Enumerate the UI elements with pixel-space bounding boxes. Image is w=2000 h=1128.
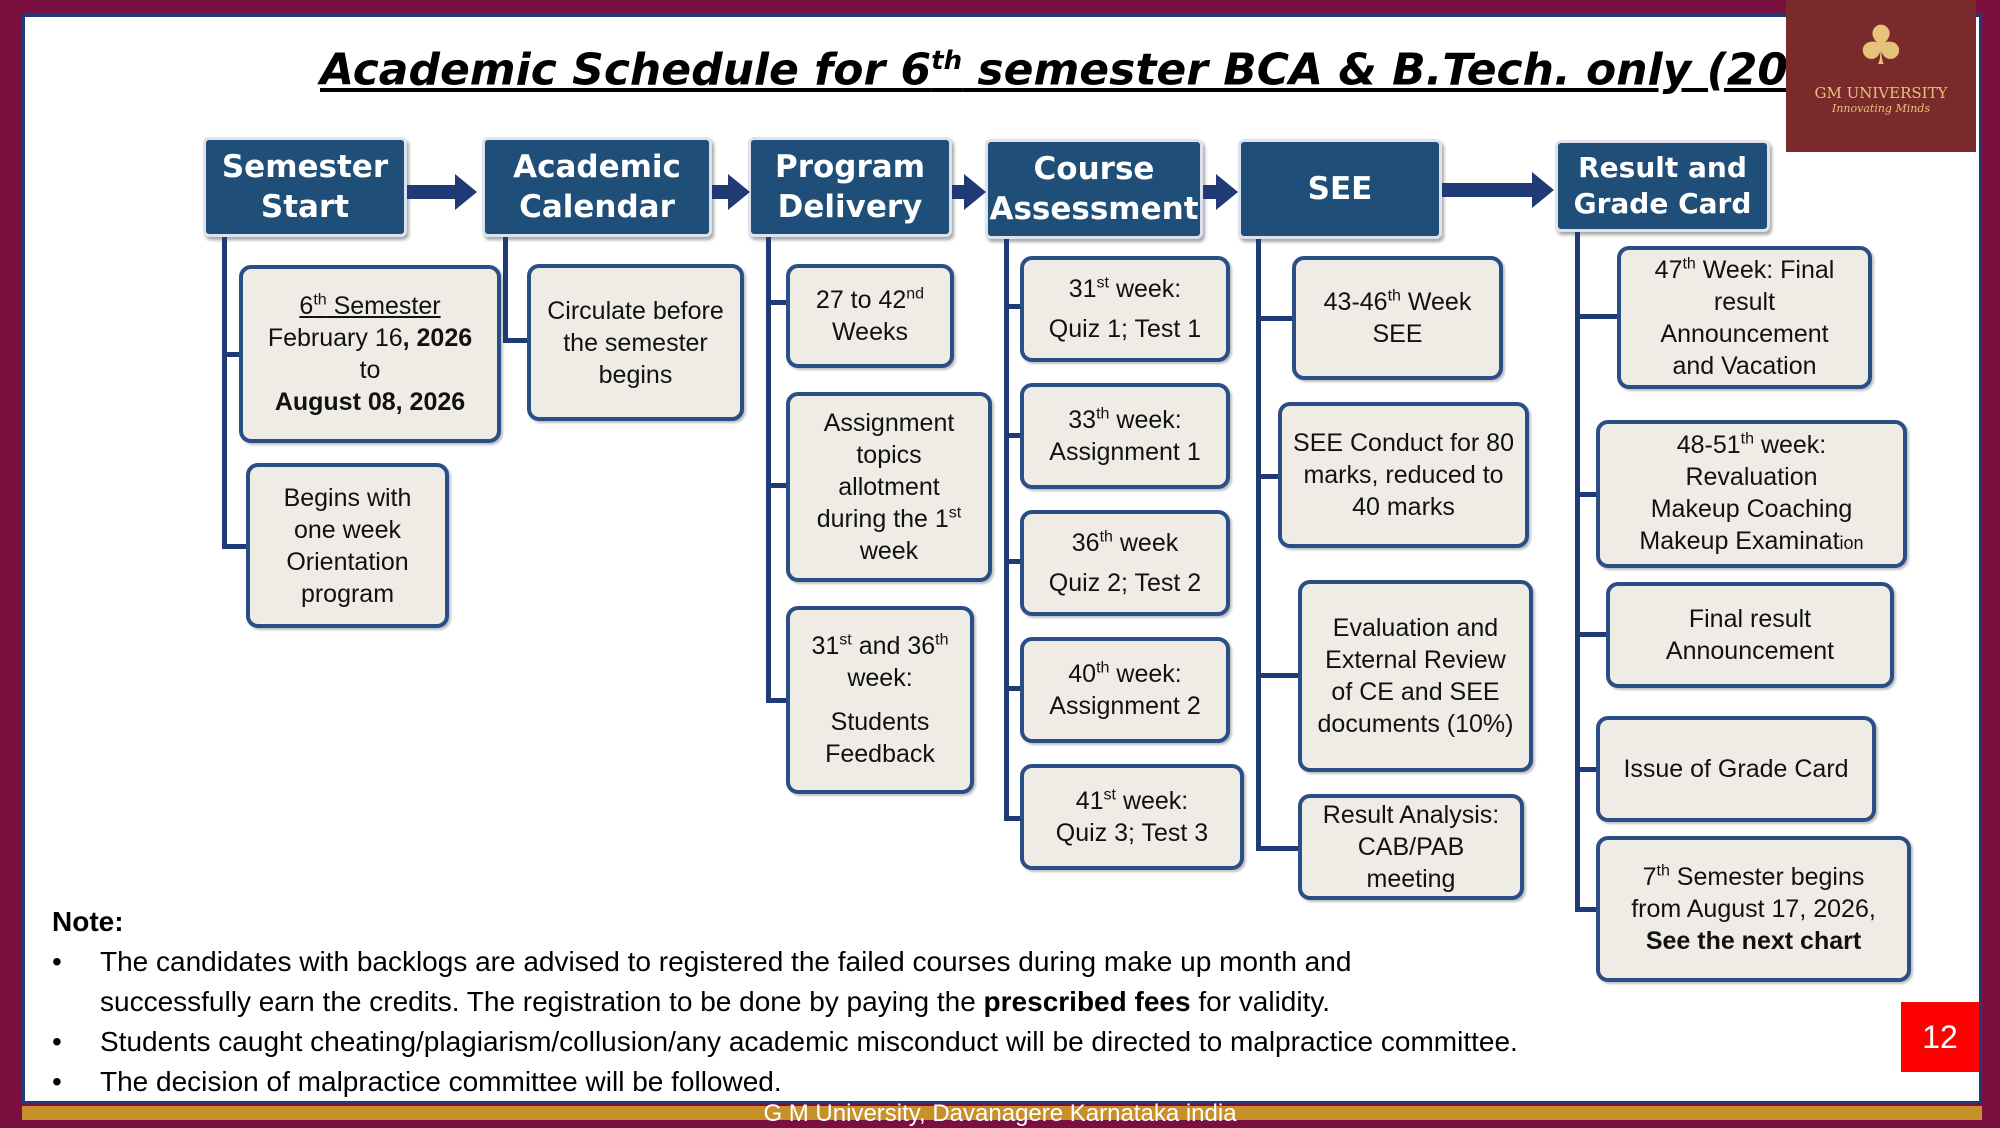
connector-line xyxy=(1575,632,1609,637)
connector-line xyxy=(503,237,508,343)
connector-line xyxy=(1575,907,1599,912)
logo-name: GM UNIVERSITY xyxy=(1814,84,1948,102)
connector-line xyxy=(222,237,227,549)
footer-text: G M University, Davanagere Karnataka ind… xyxy=(763,1100,1237,1127)
connector-line xyxy=(1256,846,1302,851)
students-feedback-box: 31st and 36th week: Students Feedback xyxy=(786,606,974,794)
note-item: The decision of malpractice committee wi… xyxy=(52,1062,1692,1102)
note-heading: Note: xyxy=(52,906,124,937)
connector-line xyxy=(1004,559,1024,564)
connector-line xyxy=(222,544,248,549)
assessment-box: 33th week:Assignment 1 xyxy=(1020,383,1230,489)
assessment-box: 40th week:Assignment 2 xyxy=(1020,637,1230,743)
semester-dates-box: 6th Semester February 16, 2026 to August… xyxy=(239,265,501,443)
note-item: Students caught cheating/plagiarism/coll… xyxy=(52,1022,1692,1062)
logo-tagline: Innovating Minds xyxy=(1831,102,1931,115)
connector-line xyxy=(1004,433,1024,438)
connector-line xyxy=(1575,232,1580,912)
issue-grade-card-box: Issue of Grade Card xyxy=(1596,716,1876,822)
connector-line xyxy=(1004,304,1024,309)
note-item: The candidates with backlogs are advised… xyxy=(52,942,1692,1022)
connector-line xyxy=(1256,239,1261,851)
connector-line xyxy=(1575,492,1599,497)
connector-line xyxy=(222,352,240,357)
connector-line xyxy=(766,483,788,488)
connector-line xyxy=(1256,474,1282,479)
connector-line xyxy=(766,300,788,305)
page-title: Academic Schedule for 6th semester BCA &… xyxy=(320,44,1949,96)
header-see: SEE xyxy=(1238,139,1442,239)
connector-line xyxy=(766,698,788,703)
assignment-allotment-box: Assignment topics allotment during the 1… xyxy=(786,392,992,582)
connector-line xyxy=(1256,316,1296,321)
connector-line xyxy=(766,237,771,703)
connector-line xyxy=(503,338,529,343)
connector-line xyxy=(1004,239,1009,821)
assessment-box: 41st week:Quiz 3; Test 3 xyxy=(1020,764,1244,870)
tree-icon: ♣ xyxy=(1856,14,1906,77)
notes-section: Note: The candidates with backlogs are a… xyxy=(52,902,1692,1102)
connector-line xyxy=(1575,767,1599,772)
footer-bar xyxy=(22,1106,1982,1120)
connector-line xyxy=(1004,816,1024,821)
university-logo: ♣ GM UNIVERSITY Innovating Minds xyxy=(1786,0,1976,152)
connector-line xyxy=(1575,314,1621,319)
page-number: 12 xyxy=(1901,1002,1979,1072)
assessment-box: 31st week:Quiz 1; Test 1 xyxy=(1020,256,1230,362)
connector-line xyxy=(1004,686,1024,691)
connector-line xyxy=(1256,673,1302,678)
